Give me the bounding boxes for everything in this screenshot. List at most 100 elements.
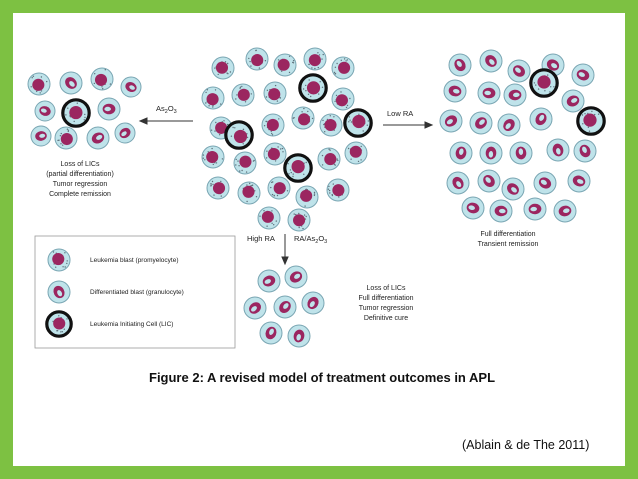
blast-cell [317, 147, 341, 171]
slide: As2O3 Low RA High RA RA/As2O3 Loss of LI… [13, 13, 625, 466]
differentiated-cell [86, 126, 110, 150]
lic-cell [45, 310, 73, 338]
differentiated-cell [443, 79, 467, 103]
outcome-left: Loss of LICs (partial differentiation) T… [46, 161, 114, 198]
blast-cell [201, 86, 225, 110]
differentiated-cell [59, 71, 83, 95]
differentiated-cell [287, 324, 311, 348]
differentiated-cell [567, 169, 591, 193]
lic-cell [343, 108, 373, 138]
blast-cell [319, 113, 343, 137]
blast-cell [90, 67, 114, 91]
differentiated-cell [553, 199, 577, 223]
lic-cell [576, 106, 606, 136]
differentiated-cell [439, 109, 463, 133]
blast-cell [303, 47, 327, 71]
blast-cell [231, 83, 255, 107]
lic-cell [61, 98, 91, 128]
apl-treatment-diagram: As2O3 Low RA High RA RA/As2O3 Loss of LI… [27, 47, 606, 349]
blast-cell [54, 126, 78, 150]
blast-cell [237, 181, 261, 205]
differentiated-cell [509, 141, 533, 165]
lic-cell [529, 68, 559, 98]
lic-cell [298, 73, 328, 103]
differentiated-cell [529, 107, 553, 131]
arrow-label-ra-as2o3: RA/As2O3 [294, 234, 327, 245]
differentiated-cell [446, 171, 470, 195]
differentiated-cell [449, 141, 473, 165]
blast-cell [263, 142, 287, 166]
differentiated-cell [477, 81, 501, 105]
arrow-label-as2o3: As2O3 [156, 104, 177, 115]
citation: (Ablain & de The 2011) [462, 438, 590, 452]
outcome-bottom-line: Loss of LICs [367, 285, 406, 292]
differentiated-cell [479, 141, 503, 165]
differentiated-cell [34, 100, 56, 122]
outcome-bottom-line: Definitive cure [364, 315, 408, 322]
blast-cell [344, 141, 368, 165]
arrow-low-ra [383, 121, 434, 129]
lic-cell [283, 153, 313, 183]
differentiated-cell [501, 177, 525, 201]
blast-cell [267, 176, 291, 200]
blast-cell [245, 47, 269, 71]
blast-cell [201, 145, 225, 169]
outcome-left-line: Tumor regression [53, 181, 108, 188]
blast-cell [211, 56, 235, 80]
outcome-bottom-line: Tumor regression [359, 305, 414, 312]
blast-cell [261, 113, 285, 137]
blast-cell [257, 206, 281, 230]
blast-cell [291, 106, 315, 130]
blast-cell [206, 176, 230, 200]
differentiated-cell [30, 125, 52, 147]
legend-label-differentiated: Differentiated blast (granulocyte) [90, 289, 184, 296]
arrow-label-high-ra: High RA [247, 234, 275, 243]
blast-cell [233, 151, 257, 175]
differentiated-cell [571, 63, 595, 87]
outcome-bottom-line: Full differentiation [358, 295, 413, 302]
differentiated-cell [561, 89, 585, 113]
differentiated-cell [284, 265, 308, 289]
differentiated-cell [259, 321, 283, 345]
differentiated-cell [479, 49, 503, 73]
blast-cell [295, 185, 319, 209]
blast-cell [47, 248, 71, 272]
differentiated-cell [573, 139, 597, 163]
blast-cell [273, 53, 297, 77]
differentiated-cell [477, 169, 501, 193]
blast-cell [331, 56, 355, 80]
differentiated-cell [114, 122, 136, 144]
differentiated-cell [120, 76, 142, 98]
differentiated-cell [243, 296, 267, 320]
legend-icons [45, 248, 73, 338]
differentiated-cell [97, 97, 121, 121]
arrow-as2o3 [138, 117, 193, 125]
outcome-bottom: Loss of LICs Full differentiation Tumor … [358, 285, 413, 322]
differentiated-cell [47, 280, 71, 304]
differentiated-cell [497, 113, 521, 137]
arrow-label-low-ra: Low RA [387, 109, 413, 118]
legend-label-blast: Leukemia blast (promyelocyte) [90, 257, 179, 264]
differentiated-cell [469, 111, 493, 135]
differentiated-cell [533, 171, 557, 195]
legend: Leukemia blast (promyelocyte) Differenti… [34, 235, 236, 349]
differentiated-cell [257, 269, 281, 293]
blast-cell [27, 72, 51, 96]
outcome-right-line: Transient remission [478, 241, 539, 248]
blast-cell [287, 208, 311, 232]
differentiated-cell [448, 53, 472, 77]
differentiated-cell [523, 197, 547, 221]
legend-label-lic: Leukemia Initiating Cell (LIC) [90, 321, 173, 328]
differentiated-cell [273, 295, 297, 319]
blast-cell [263, 81, 287, 105]
arrow-down [281, 234, 289, 266]
differentiated-cell [507, 59, 531, 83]
outcome-left-line: Complete remission [49, 191, 111, 198]
cell-layer [27, 47, 606, 348]
blast-cell [326, 178, 350, 202]
outcome-left-line: (partial differentiation) [46, 171, 114, 178]
blast-cell [331, 87, 355, 111]
outcome-left-line: Loss of LICs [61, 161, 100, 168]
differentiated-cell [546, 138, 570, 162]
differentiated-cell [461, 196, 485, 220]
